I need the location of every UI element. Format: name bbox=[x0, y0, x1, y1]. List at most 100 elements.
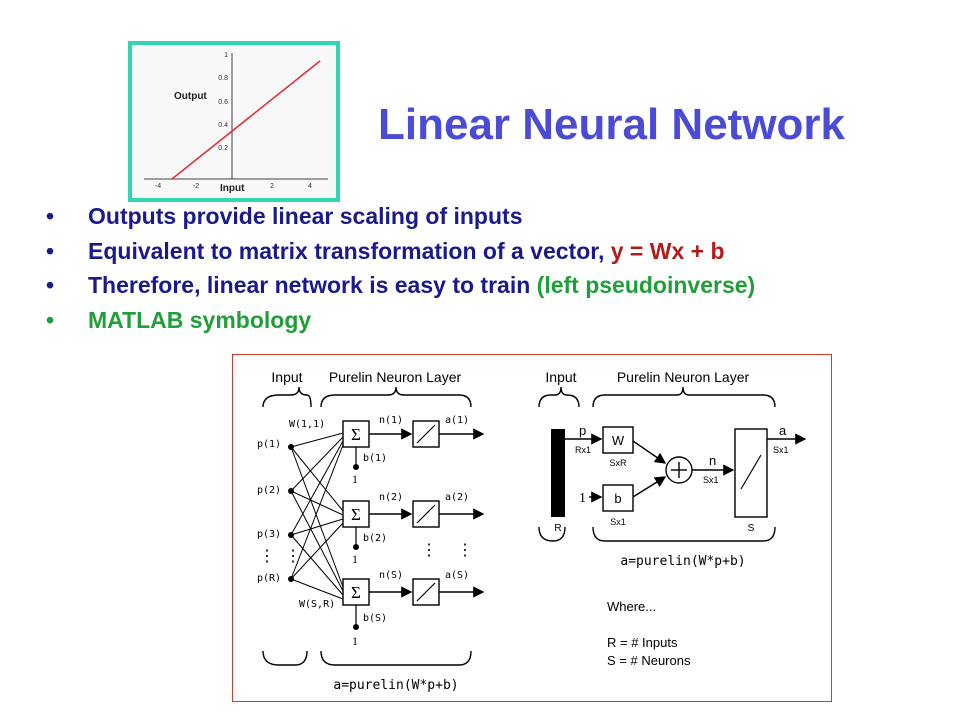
left-formula: a=purelin(W*p+b) bbox=[333, 678, 458, 693]
b-dim-label: Sx1 bbox=[610, 517, 626, 527]
bullet-item: • Therefore, linear network is easy to tr… bbox=[46, 272, 755, 307]
output-label: a(1) bbox=[445, 415, 469, 426]
input-node bbox=[288, 532, 294, 538]
bullet-item: • Outputs provide linear scaling of input… bbox=[46, 203, 755, 238]
bias-node bbox=[353, 464, 359, 470]
right-diagram: Input Purelin Neuron Layer R p Rx1 W SxR… bbox=[538, 369, 807, 668]
left-layer-brace bbox=[320, 386, 472, 408]
slide-title: Linear Neural Network bbox=[378, 100, 846, 149]
input-vector-bar bbox=[551, 429, 565, 517]
input-dim-label: R bbox=[554, 523, 561, 534]
output-input-plot: 1 0.8 0.6 0.4 0.2 -4 -2 2 4 Output Input bbox=[128, 41, 340, 202]
bias-label: b(1) bbox=[363, 453, 387, 464]
linear-transfer-icon bbox=[416, 582, 436, 602]
sigma-icon: Σ bbox=[351, 425, 361, 444]
input-ellipsis: ⋮ bbox=[259, 548, 275, 565]
net-label: n(1) bbox=[379, 415, 403, 426]
w-dim-label: SxR bbox=[609, 458, 627, 468]
input-node bbox=[288, 488, 294, 494]
x-axis-label: Input bbox=[220, 183, 245, 194]
y-tick: 0.8 bbox=[218, 75, 228, 82]
input-label: p(1) bbox=[257, 439, 281, 450]
r-definition: R = # Inputs bbox=[607, 635, 678, 650]
w-label: W bbox=[612, 433, 625, 448]
bullet-text: Therefore, linear network is easy to tra… bbox=[88, 272, 537, 298]
p-dim-label: Rx1 bbox=[575, 445, 591, 455]
where-label: Where... bbox=[607, 599, 656, 614]
bullet-equation: y = Wx + b bbox=[610, 237, 725, 264]
bias-node bbox=[353, 544, 359, 550]
bias-node bbox=[353, 624, 359, 630]
weight-connections bbox=[290, 432, 344, 600]
left-layer-label: Purelin Neuron Layer bbox=[329, 369, 462, 385]
neuron-ellipsis: ⋮ bbox=[421, 542, 437, 559]
neuron-ellipsis: ⋮ bbox=[457, 542, 473, 559]
sigma-icon: Σ bbox=[351, 583, 361, 602]
bullet-text: MATLAB symbology bbox=[88, 306, 312, 333]
bullet-item: • Equivalent to matrix transformation of … bbox=[46, 238, 755, 273]
input-node bbox=[288, 444, 294, 450]
right-formula: a=purelin(W*p+b) bbox=[620, 554, 745, 569]
linear-transfer-icon bbox=[416, 424, 436, 444]
bias-one: 1 bbox=[352, 472, 358, 486]
a-dim-label: Sx1 bbox=[773, 445, 789, 455]
bias-label: b(2) bbox=[363, 533, 387, 544]
bullet-dot: • bbox=[46, 203, 55, 229]
y-axis-label: Output bbox=[174, 91, 207, 102]
bullet-dot: • bbox=[46, 272, 55, 298]
linear-line bbox=[171, 60, 321, 180]
left-input-brace bbox=[262, 386, 312, 408]
weight-matrix-box bbox=[602, 426, 634, 454]
left-diagram: Input Purelin Neuron Layer W(1,1) p(1) p… bbox=[257, 369, 485, 693]
bias-label: b(S) bbox=[363, 613, 387, 624]
plot-svg: 1 0.8 0.6 0.4 0.2 -4 -2 2 4 Output Input bbox=[144, 52, 328, 194]
p-label: p bbox=[579, 423, 586, 438]
bullet-text: Equivalent to matrix transformation of a… bbox=[88, 237, 611, 264]
n-label: n bbox=[709, 453, 716, 468]
x-tick: 4 bbox=[308, 183, 312, 190]
bullet-text: Outputs provide linear scaling of inputs bbox=[88, 203, 523, 229]
x-tick: -4 bbox=[155, 183, 161, 190]
right-input-label: Input bbox=[545, 369, 576, 385]
bullet-dot: • bbox=[46, 237, 55, 264]
net-label: n(S) bbox=[379, 570, 403, 581]
output-label: a(2) bbox=[445, 492, 469, 503]
net-label: n(2) bbox=[379, 492, 403, 503]
y-tick: 0.6 bbox=[218, 99, 228, 106]
weight-top-label: W(1,1) bbox=[289, 419, 325, 430]
input-ellipsis: ⋮ bbox=[285, 548, 301, 565]
x-tick: 2 bbox=[270, 183, 274, 190]
bias-vector-box bbox=[602, 484, 634, 512]
output-label: a(S) bbox=[445, 570, 469, 581]
right-layer-brace bbox=[592, 386, 776, 408]
linear-transfer-icon bbox=[416, 504, 436, 524]
n-dim-label: Sx1 bbox=[703, 475, 719, 485]
x-tick: -2 bbox=[193, 183, 199, 190]
left-bottom-brace bbox=[262, 650, 308, 666]
bullet-dot: • bbox=[46, 306, 55, 333]
right-input-brace bbox=[538, 386, 580, 408]
bias-one: 1 bbox=[579, 491, 586, 506]
right-bottom-layer-brace bbox=[592, 526, 776, 542]
sigma-icon: Σ bbox=[351, 505, 361, 524]
s-definition: S = # Neurons bbox=[607, 653, 691, 668]
bullet-list: • Outputs provide linear scaling of input… bbox=[46, 203, 755, 341]
a-label: a bbox=[779, 423, 787, 438]
y-tick: 1 bbox=[224, 52, 228, 59]
weight-bottom-label: W(S,R) bbox=[299, 599, 335, 610]
network-diagram-figure: Input Purelin Neuron Layer W(1,1) p(1) p… bbox=[232, 354, 832, 702]
left-input-label: Input bbox=[271, 369, 302, 385]
network-diagram-svg: Input Purelin Neuron Layer W(1,1) p(1) p… bbox=[257, 369, 807, 693]
input-label: p(3) bbox=[257, 529, 281, 540]
y-tick: 0.4 bbox=[218, 122, 228, 129]
linear-transfer-icon bbox=[740, 454, 762, 490]
bullet-item: • MATLAB symbology bbox=[46, 307, 755, 342]
b-label: b bbox=[614, 491, 621, 506]
right-layer-label: Purelin Neuron Layer bbox=[617, 369, 750, 385]
input-label: p(2) bbox=[257, 485, 281, 496]
bullet-note: (left pseudoinverse) bbox=[536, 272, 756, 298]
right-bottom-input-brace bbox=[538, 526, 566, 542]
layer-dim-label: S bbox=[748, 523, 755, 534]
left-bottom-layer-brace bbox=[320, 650, 472, 666]
y-tick: 0.2 bbox=[218, 145, 228, 152]
